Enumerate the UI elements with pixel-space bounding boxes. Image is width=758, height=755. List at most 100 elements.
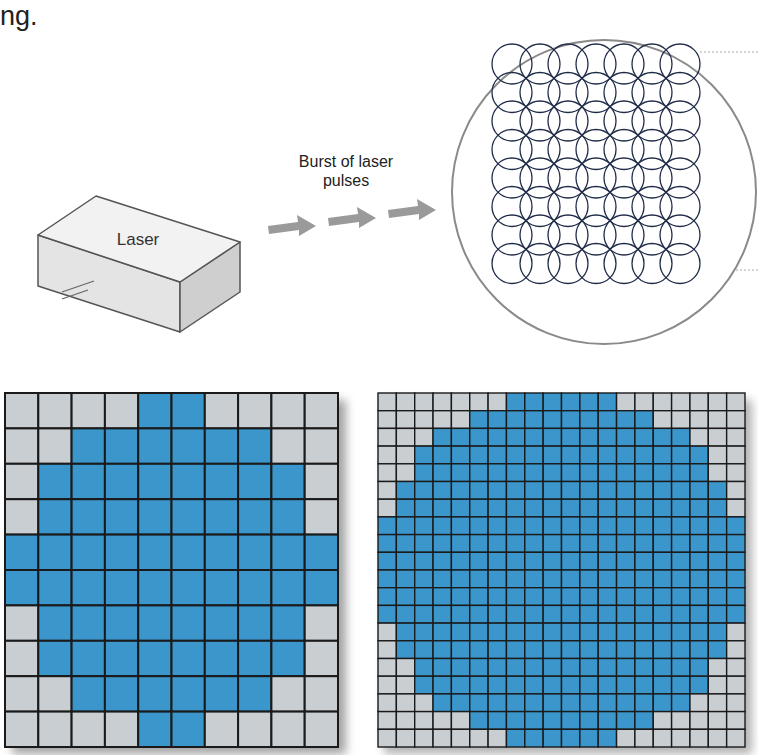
pixel-cell bbox=[708, 393, 726, 411]
pixel-cell bbox=[506, 605, 524, 623]
pixel-cell bbox=[543, 641, 561, 659]
pixel-cell bbox=[433, 464, 451, 482]
pixel-cell bbox=[433, 605, 451, 623]
pixel-cell bbox=[525, 659, 543, 677]
pixel-cell bbox=[543, 623, 561, 641]
pixel-cell bbox=[690, 605, 708, 623]
pixel-cell bbox=[105, 676, 138, 711]
pixel-cell bbox=[433, 535, 451, 553]
pixel-cell bbox=[525, 464, 543, 482]
pixel-cell bbox=[488, 659, 506, 677]
pixel-cell bbox=[617, 694, 635, 712]
pixel-cell bbox=[378, 676, 396, 694]
pixel-cell bbox=[488, 552, 506, 570]
pixel-cell bbox=[415, 499, 433, 517]
pixel-cell bbox=[617, 729, 635, 747]
pixel-cell bbox=[598, 446, 616, 464]
pixel-cell bbox=[38, 605, 71, 640]
pixel-cell bbox=[580, 428, 598, 446]
pixel-cell bbox=[5, 464, 38, 499]
pixel-cell bbox=[598, 694, 616, 712]
pixel-cell bbox=[525, 499, 543, 517]
pixel-cell bbox=[617, 482, 635, 500]
pixel-cell bbox=[562, 428, 580, 446]
pixel-cell bbox=[488, 588, 506, 606]
pixel-cell bbox=[598, 605, 616, 623]
pixel-cell bbox=[525, 446, 543, 464]
pixel-cell bbox=[598, 411, 616, 429]
pixel-cell bbox=[525, 712, 543, 730]
pixel-cell bbox=[708, 712, 726, 730]
pixel-cell bbox=[72, 499, 105, 534]
pixel-cell bbox=[617, 552, 635, 570]
pixel-cell bbox=[525, 428, 543, 446]
pixel-cell bbox=[672, 712, 690, 730]
pixel-cell bbox=[433, 499, 451, 517]
pixel-cell bbox=[562, 482, 580, 500]
pixel-cell bbox=[396, 482, 414, 500]
pixel-cell bbox=[305, 712, 338, 747]
pixel-cell bbox=[690, 570, 708, 588]
pixel-cell bbox=[672, 535, 690, 553]
pixel-cell bbox=[562, 712, 580, 730]
pixel-cell bbox=[433, 712, 451, 730]
pixel-cell bbox=[488, 499, 506, 517]
pixel-cell bbox=[543, 499, 561, 517]
pixel-cell bbox=[138, 605, 171, 640]
pixel-cell bbox=[672, 605, 690, 623]
pixel-cell bbox=[238, 428, 271, 463]
pixel-cell bbox=[617, 464, 635, 482]
pixel-cell bbox=[708, 428, 726, 446]
pixel-cell bbox=[433, 729, 451, 747]
pixel-cell bbox=[562, 535, 580, 553]
pixel-cell bbox=[38, 641, 71, 676]
pixel-cell bbox=[172, 605, 205, 640]
pixel-cell bbox=[562, 605, 580, 623]
pixel-cell bbox=[238, 393, 271, 428]
pixel-cell bbox=[172, 641, 205, 676]
pixel-cell bbox=[415, 659, 433, 677]
pixel-cell bbox=[451, 641, 469, 659]
pixel-cell bbox=[378, 570, 396, 588]
pixel-cell bbox=[238, 676, 271, 711]
pixel-cell bbox=[727, 694, 745, 712]
pixel-cell bbox=[506, 570, 524, 588]
pixel-cell bbox=[378, 712, 396, 730]
pixel-cell bbox=[690, 712, 708, 730]
pixel-cell bbox=[653, 605, 671, 623]
pixel-cell bbox=[635, 570, 653, 588]
pixel-cell bbox=[617, 641, 635, 659]
pixel-cell bbox=[415, 464, 433, 482]
pixel-cell bbox=[617, 605, 635, 623]
pixel-cell bbox=[5, 676, 38, 711]
pixel-cell bbox=[543, 588, 561, 606]
pixel-cell bbox=[451, 499, 469, 517]
pixel-cell bbox=[38, 535, 71, 570]
pixel-cell bbox=[672, 393, 690, 411]
pixel-cell bbox=[690, 623, 708, 641]
pixel-cell bbox=[562, 659, 580, 677]
pixel-cell bbox=[562, 446, 580, 464]
pixel-cell bbox=[271, 428, 304, 463]
pixel-cell bbox=[543, 605, 561, 623]
pixel-cell bbox=[138, 499, 171, 534]
pixel-cell bbox=[672, 464, 690, 482]
pixel-cell bbox=[708, 552, 726, 570]
pixel-cell bbox=[470, 482, 488, 500]
pixel-cell bbox=[562, 676, 580, 694]
pixel-cell bbox=[5, 570, 38, 605]
device-label: Laser bbox=[113, 228, 164, 252]
pixel-cell bbox=[653, 552, 671, 570]
pixel-cell bbox=[138, 535, 171, 570]
pixel-cell bbox=[105, 605, 138, 640]
pixel-cell bbox=[525, 623, 543, 641]
pixel-cell bbox=[451, 676, 469, 694]
pixel-cell bbox=[451, 729, 469, 747]
pixel-cell bbox=[488, 446, 506, 464]
pixel-cell bbox=[690, 641, 708, 659]
pixel-cell bbox=[672, 428, 690, 446]
pixel-cell bbox=[378, 623, 396, 641]
pixel-cell bbox=[470, 605, 488, 623]
pixel-cell bbox=[543, 570, 561, 588]
pixel-cell bbox=[396, 694, 414, 712]
